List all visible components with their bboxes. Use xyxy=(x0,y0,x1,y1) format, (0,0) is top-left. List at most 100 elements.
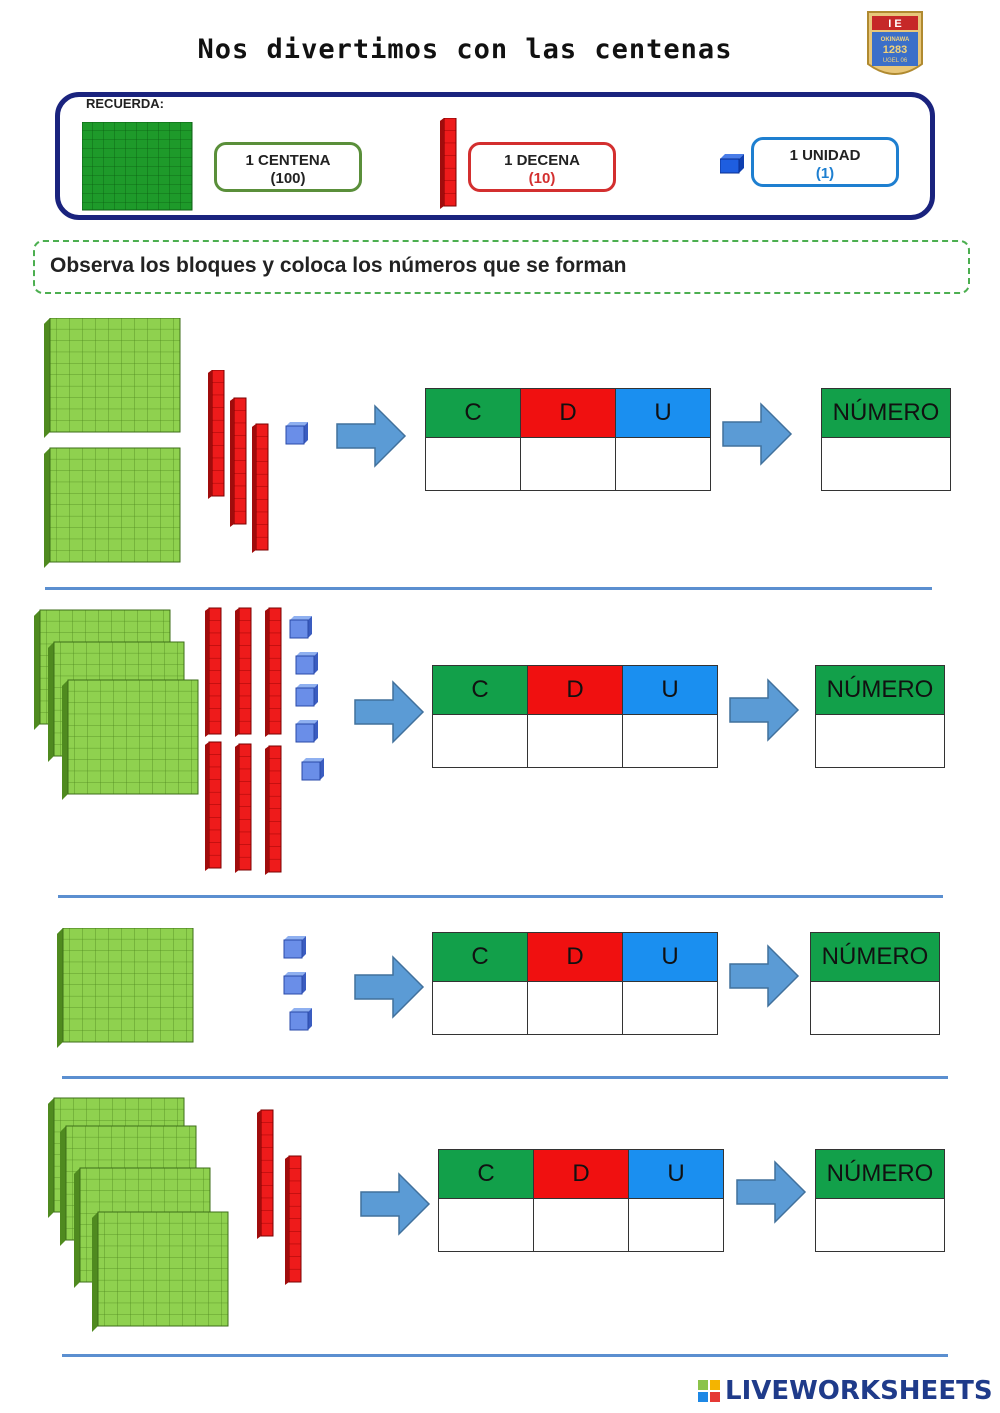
decena-block xyxy=(234,743,252,874)
input-centenas[interactable] xyxy=(438,1198,534,1252)
unidad-block xyxy=(301,757,325,781)
centena-value: (100) xyxy=(270,170,306,187)
decena-block xyxy=(284,1155,302,1286)
footer-logo[interactable]: LIVEWORKSHEETS xyxy=(725,1376,993,1406)
centena-name: 1 CENTENA xyxy=(245,152,331,169)
liveworksheets-logo-icon xyxy=(698,1380,720,1402)
decena-block xyxy=(204,607,222,738)
badge-text-1: OKINAWA xyxy=(881,37,910,43)
exercise-3-unidades xyxy=(283,935,313,1031)
input-decenas[interactable] xyxy=(533,1198,629,1252)
exercise-2-numero-table: NÚMERO xyxy=(815,665,945,768)
unidad-block xyxy=(283,935,307,959)
decena-block xyxy=(208,370,225,500)
header-d: D xyxy=(527,932,623,982)
unidad-pill: 1 UNIDAD (1) xyxy=(751,137,899,187)
exercise-2-cdu-table: C D U xyxy=(432,665,718,768)
input-numero[interactable] xyxy=(821,437,951,491)
header-numero: NÚMERO xyxy=(815,1149,945,1199)
input-numero[interactable] xyxy=(815,1198,945,1252)
badge-letters: I E xyxy=(888,18,901,30)
decena-block xyxy=(234,607,252,738)
header-numero: NÚMERO xyxy=(810,932,940,982)
exercise-2-unidades xyxy=(289,615,325,781)
decena-value: (10) xyxy=(528,170,556,187)
input-unidades[interactable] xyxy=(622,981,718,1035)
decena-name: 1 DECENA xyxy=(504,152,580,169)
centena-block xyxy=(56,928,194,1049)
decena-block xyxy=(204,741,222,872)
header-d: D xyxy=(520,388,616,438)
exercise-1-unidades xyxy=(285,421,309,445)
decena-block xyxy=(256,1109,274,1240)
header-c: C xyxy=(432,932,528,982)
divider xyxy=(58,895,943,898)
arrow-icon xyxy=(722,403,792,465)
centena-block xyxy=(43,318,181,439)
input-unidades[interactable] xyxy=(615,437,711,491)
exercise-1-decenas xyxy=(208,370,269,554)
header-u: U xyxy=(628,1149,724,1199)
header-c: C xyxy=(425,388,521,438)
header-u: U xyxy=(615,388,711,438)
exercise-2-decenas xyxy=(204,607,282,876)
arrow-icon xyxy=(736,1161,806,1223)
exercise-4-centenas xyxy=(47,1097,229,1333)
decena-block xyxy=(264,607,282,738)
exercise-3-numero-table: NÚMERO xyxy=(810,932,940,1035)
exercise-2-centenas xyxy=(33,609,199,800)
input-decenas[interactable] xyxy=(520,437,616,491)
header-numero: NÚMERO xyxy=(815,665,945,715)
decena-block xyxy=(264,745,282,876)
header-d: D xyxy=(527,665,623,715)
header-u: U xyxy=(622,932,718,982)
header-d: D xyxy=(533,1149,629,1199)
recuerda-box xyxy=(55,92,935,220)
unidad-block xyxy=(295,683,319,707)
input-decenas[interactable] xyxy=(527,714,623,768)
centena-block xyxy=(91,1211,229,1333)
unidad-block xyxy=(295,651,319,675)
arrow-icon xyxy=(729,679,799,741)
unidad-block xyxy=(285,421,309,445)
badge-text-2: 1283 xyxy=(883,44,907,56)
input-centenas[interactable] xyxy=(425,437,521,491)
unidad-block xyxy=(283,971,307,995)
decena-pill: 1 DECENA (10) xyxy=(468,142,616,192)
arrow-icon xyxy=(729,945,799,1007)
input-unidades[interactable] xyxy=(628,1198,724,1252)
exercise-3-centenas xyxy=(56,928,194,1049)
input-numero[interactable] xyxy=(810,981,940,1035)
header-c: C xyxy=(432,665,528,715)
arrow-icon xyxy=(360,1173,430,1235)
exercise-1-numero-table: NÚMERO xyxy=(821,388,951,491)
input-numero[interactable] xyxy=(815,714,945,768)
input-centenas[interactable] xyxy=(432,981,528,1035)
decena-block xyxy=(229,397,247,528)
input-centenas[interactable] xyxy=(432,714,528,768)
exercise-4-numero-table: NÚMERO xyxy=(815,1149,945,1252)
unidad-name: 1 UNIDAD xyxy=(789,147,861,164)
unidad-value: (1) xyxy=(815,165,835,182)
exercise-4-cdu-table: C D U xyxy=(438,1149,724,1252)
recuerda-label: RECUERDA: xyxy=(86,96,164,111)
divider xyxy=(45,587,932,590)
decena-block xyxy=(251,423,269,554)
input-unidades[interactable] xyxy=(622,714,718,768)
header-c: C xyxy=(438,1149,534,1199)
badge-text-3: UGEL 06 xyxy=(883,58,908,64)
unidad-block xyxy=(289,615,313,639)
page-title: Nos divertimos con las centenas xyxy=(197,34,733,65)
exercise-1-cdu-table: C D U xyxy=(425,388,711,491)
centena-illustration xyxy=(82,122,193,211)
unidad-illustration xyxy=(720,154,744,174)
instruction-box xyxy=(33,240,970,294)
instruction-text: Observa los bloques y coloca los números… xyxy=(50,254,627,277)
arrow-icon xyxy=(354,681,424,743)
exercise-4-decenas xyxy=(256,1109,302,1286)
decena-illustration xyxy=(440,118,457,209)
input-decenas[interactable] xyxy=(527,981,623,1035)
arrow-icon xyxy=(336,405,406,467)
school-badge: I E OKINAWA 1283 UGEL 06 xyxy=(866,10,924,84)
centena-pill: 1 CENTENA (100) xyxy=(214,142,362,192)
